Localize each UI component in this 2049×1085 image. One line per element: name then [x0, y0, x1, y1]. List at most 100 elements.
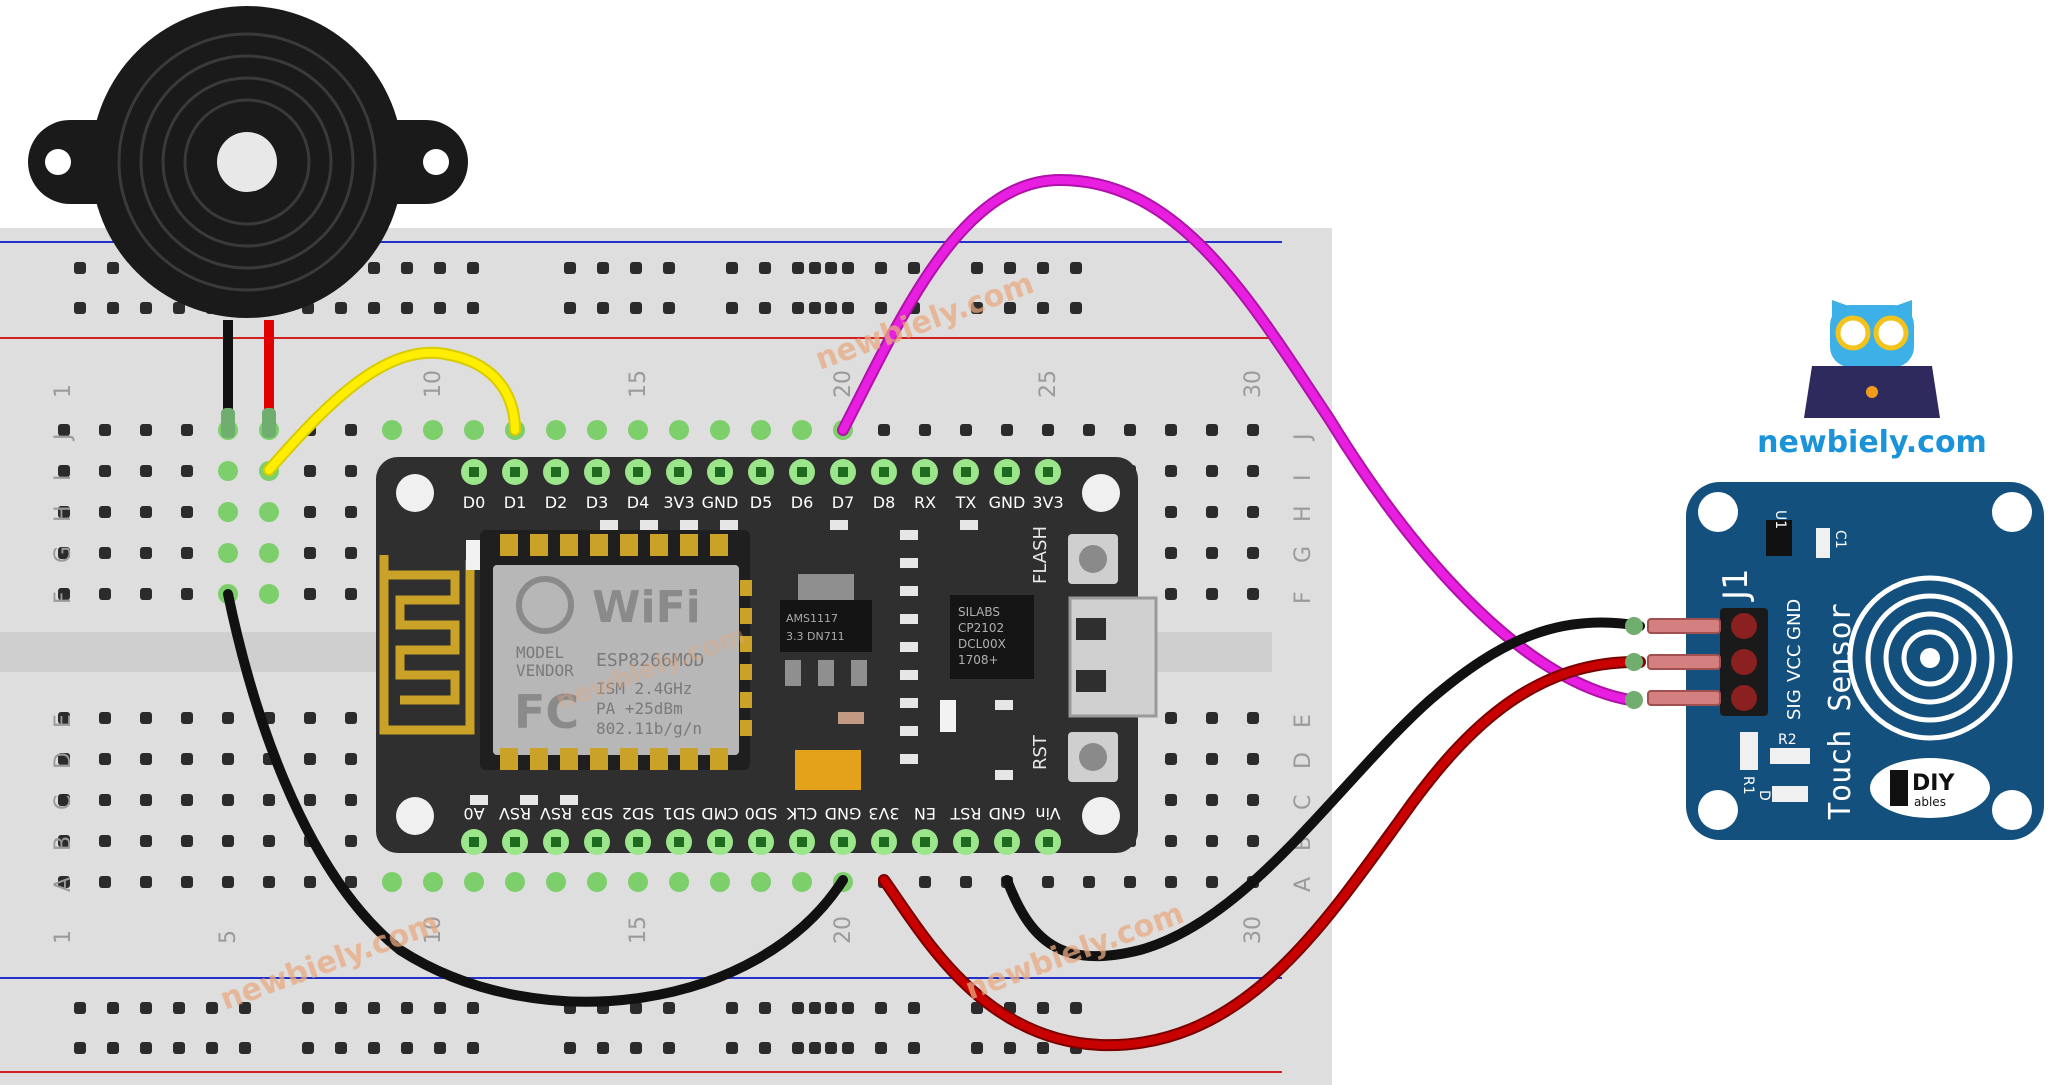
- regulator-sub-label: 3.3 DN711: [786, 630, 845, 643]
- laptop-logo-icon: [1866, 386, 1878, 398]
- rail-hole: [597, 302, 609, 314]
- chip-line: CP2102: [958, 621, 1004, 635]
- breadboard-hole: [345, 424, 357, 436]
- esp-pad: [740, 692, 752, 708]
- module-vendor-label: VENDOR: [516, 661, 574, 680]
- breadboard-hole: [1206, 506, 1218, 518]
- rail-hole: [663, 262, 675, 274]
- diyables-logo-icon: [1890, 770, 1908, 806]
- rail-hole: [239, 1042, 251, 1054]
- header-pin-hole: [715, 467, 725, 477]
- breadboard-hole: [304, 547, 316, 559]
- pin-label: D2: [545, 493, 568, 512]
- breadboard-hole: [181, 876, 193, 888]
- breadboard-hole: [1165, 753, 1177, 765]
- breadboard-hole: [140, 424, 152, 436]
- rail-hole: [971, 302, 983, 314]
- pin-label: D3: [586, 493, 609, 512]
- led-indicator: [940, 700, 956, 732]
- rail-hole: [597, 1042, 609, 1054]
- rail-hole: [467, 302, 479, 314]
- row-letter: E: [51, 714, 76, 728]
- pin-label: 3V3: [1032, 493, 1063, 512]
- header-pin-hole: [879, 837, 889, 847]
- breadboard-hole: [304, 465, 316, 477]
- smd-resistor: [838, 712, 864, 724]
- u1-label: U1: [1772, 510, 1788, 529]
- header-pin-hole: [674, 467, 684, 477]
- pin-label: D6: [791, 493, 814, 512]
- connected-hole: [464, 872, 484, 892]
- rail-hole: [173, 302, 185, 314]
- smd-part: [560, 795, 578, 805]
- connected-hole: [792, 420, 812, 440]
- pin-label: RST: [950, 804, 981, 823]
- d-label: D: [1756, 790, 1772, 801]
- rail-hole: [1070, 302, 1082, 314]
- rail-hole: [1004, 1042, 1016, 1054]
- col-number-bottom: 10: [421, 916, 446, 944]
- col-number-top: 25: [1036, 370, 1061, 398]
- breadboard-hole: [1206, 794, 1218, 806]
- breadboard-hole: [181, 506, 193, 518]
- diyables-logo-top: DIY: [1912, 771, 1955, 796]
- breadboard-hole: [1206, 547, 1218, 559]
- row-letter: D: [1291, 752, 1316, 769]
- wire-black-buzzer-gnd: [223, 589, 848, 1007]
- pin-label-sig: SIG: [1784, 689, 1805, 720]
- breadboard-hole: [960, 424, 972, 436]
- touch-pad-icon: [1847, 575, 2013, 741]
- rail-hole: [74, 302, 86, 314]
- pin-label: GND: [989, 804, 1026, 823]
- header-pin-hole: [797, 837, 807, 847]
- connected-hole: [546, 420, 566, 440]
- breadboard-hole: [99, 712, 111, 724]
- rail-hole: [971, 1002, 983, 1014]
- esp-pad: [710, 534, 728, 556]
- rail-hole: [1070, 1002, 1082, 1014]
- breadboard-hole: [304, 794, 316, 806]
- header-pin-hole: [797, 467, 807, 477]
- breadboard-hole: [1247, 794, 1259, 806]
- breadboard-hole: [181, 588, 193, 600]
- pin-label: 3V3: [868, 804, 899, 823]
- module-standard: 802.11b/g/n: [596, 719, 702, 738]
- led-indicator: [466, 540, 480, 570]
- pin-label: D1: [504, 493, 527, 512]
- esp-pad: [680, 748, 698, 770]
- rail-hole: [726, 1002, 738, 1014]
- breadboard-hole: [1206, 876, 1218, 888]
- row-letter: G: [1291, 546, 1316, 563]
- rail-hole: [726, 302, 738, 314]
- connected-hole: [628, 420, 648, 440]
- breadboard-hole: [222, 876, 234, 888]
- breadboard-hole: [1042, 876, 1054, 888]
- connected-hole: [792, 872, 812, 892]
- header-pin-hole: [961, 837, 971, 847]
- esp-module-shield: [493, 565, 739, 755]
- rail-hole: [663, 302, 675, 314]
- wifi-logo: WiFi: [592, 582, 701, 633]
- rail-hole: [792, 1002, 804, 1014]
- breadboard-hole: [181, 753, 193, 765]
- rail-hole: [74, 1042, 86, 1054]
- pin-label: SD0: [745, 804, 778, 823]
- breadboard-hole: [345, 876, 357, 888]
- esp-pad: [740, 608, 752, 624]
- rail-hole: [467, 1042, 479, 1054]
- rail-hole: [368, 262, 380, 274]
- smd-part: [600, 520, 618, 530]
- pin-label: 3V3: [663, 493, 694, 512]
- connected-hole: [218, 461, 238, 481]
- breadboard-hole: [878, 424, 890, 436]
- rail-hole: [971, 262, 983, 274]
- smd-part: [995, 770, 1013, 780]
- row-letter: C: [51, 795, 76, 810]
- breadboard-hole: [140, 588, 152, 600]
- flash-button-cap: [1079, 545, 1107, 573]
- breadboard-hole: [58, 794, 70, 806]
- header-label: J1: [1716, 568, 1756, 602]
- rail-hole: [1070, 262, 1082, 274]
- breadboard-hole: [140, 835, 152, 847]
- header-pin-hole: [920, 467, 930, 477]
